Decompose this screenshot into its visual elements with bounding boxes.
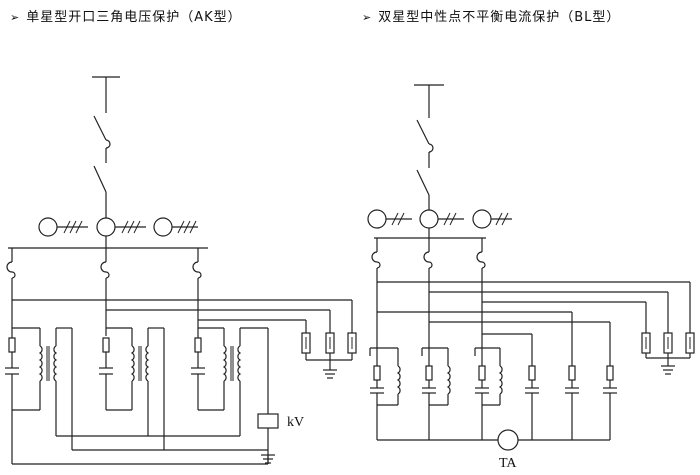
bl-current-transformers — [367, 209, 512, 239]
bl-circuit: TA — [367, 84, 695, 471]
bl-first-star-group — [369, 312, 503, 420]
ak-phase-fuses — [6, 248, 202, 279]
bullet-arrow-icon: ➢ — [362, 11, 373, 24]
heading-ak-text: 单星型开口三角电压保护（AK型） — [26, 10, 242, 25]
bl-incoming-switchgear — [414, 84, 444, 210]
current-transformer-coil — [497, 429, 519, 451]
ak-open-delta-chain — [11, 328, 279, 465]
heading-bl-scheme: ➢ 双星型中性点不平衡电流保护（BL型） — [362, 6, 620, 25]
ak-circuit: kV — [5, 76, 357, 465]
ak-surge-arresters — [301, 332, 357, 379]
bl-neutral-connection — [376, 420, 610, 451]
current-transformer-label: TA — [499, 456, 517, 471]
ak-current-transformers — [8, 217, 208, 249]
ak-capacitor-groups — [5, 300, 268, 450]
bl-phase-buses — [376, 268, 691, 335]
ak-incoming-switchgear — [92, 76, 120, 218]
bullet-arrow-icon: ➢ — [10, 11, 21, 24]
bl-phase-fuses — [371, 238, 486, 269]
heading-bl-text: 双星型中性点不平衡电流保护（BL型） — [378, 10, 621, 25]
bl-surge-arresters — [641, 332, 695, 375]
ak-phase-buses — [11, 278, 353, 336]
voltage-relay-coil — [257, 413, 279, 429]
heading-ak-scheme: ➢ 单星型开口三角电压保护（AK型） — [10, 6, 242, 25]
bl-second-star-group — [525, 312, 617, 440]
voltage-relay-label: kV — [287, 415, 304, 430]
